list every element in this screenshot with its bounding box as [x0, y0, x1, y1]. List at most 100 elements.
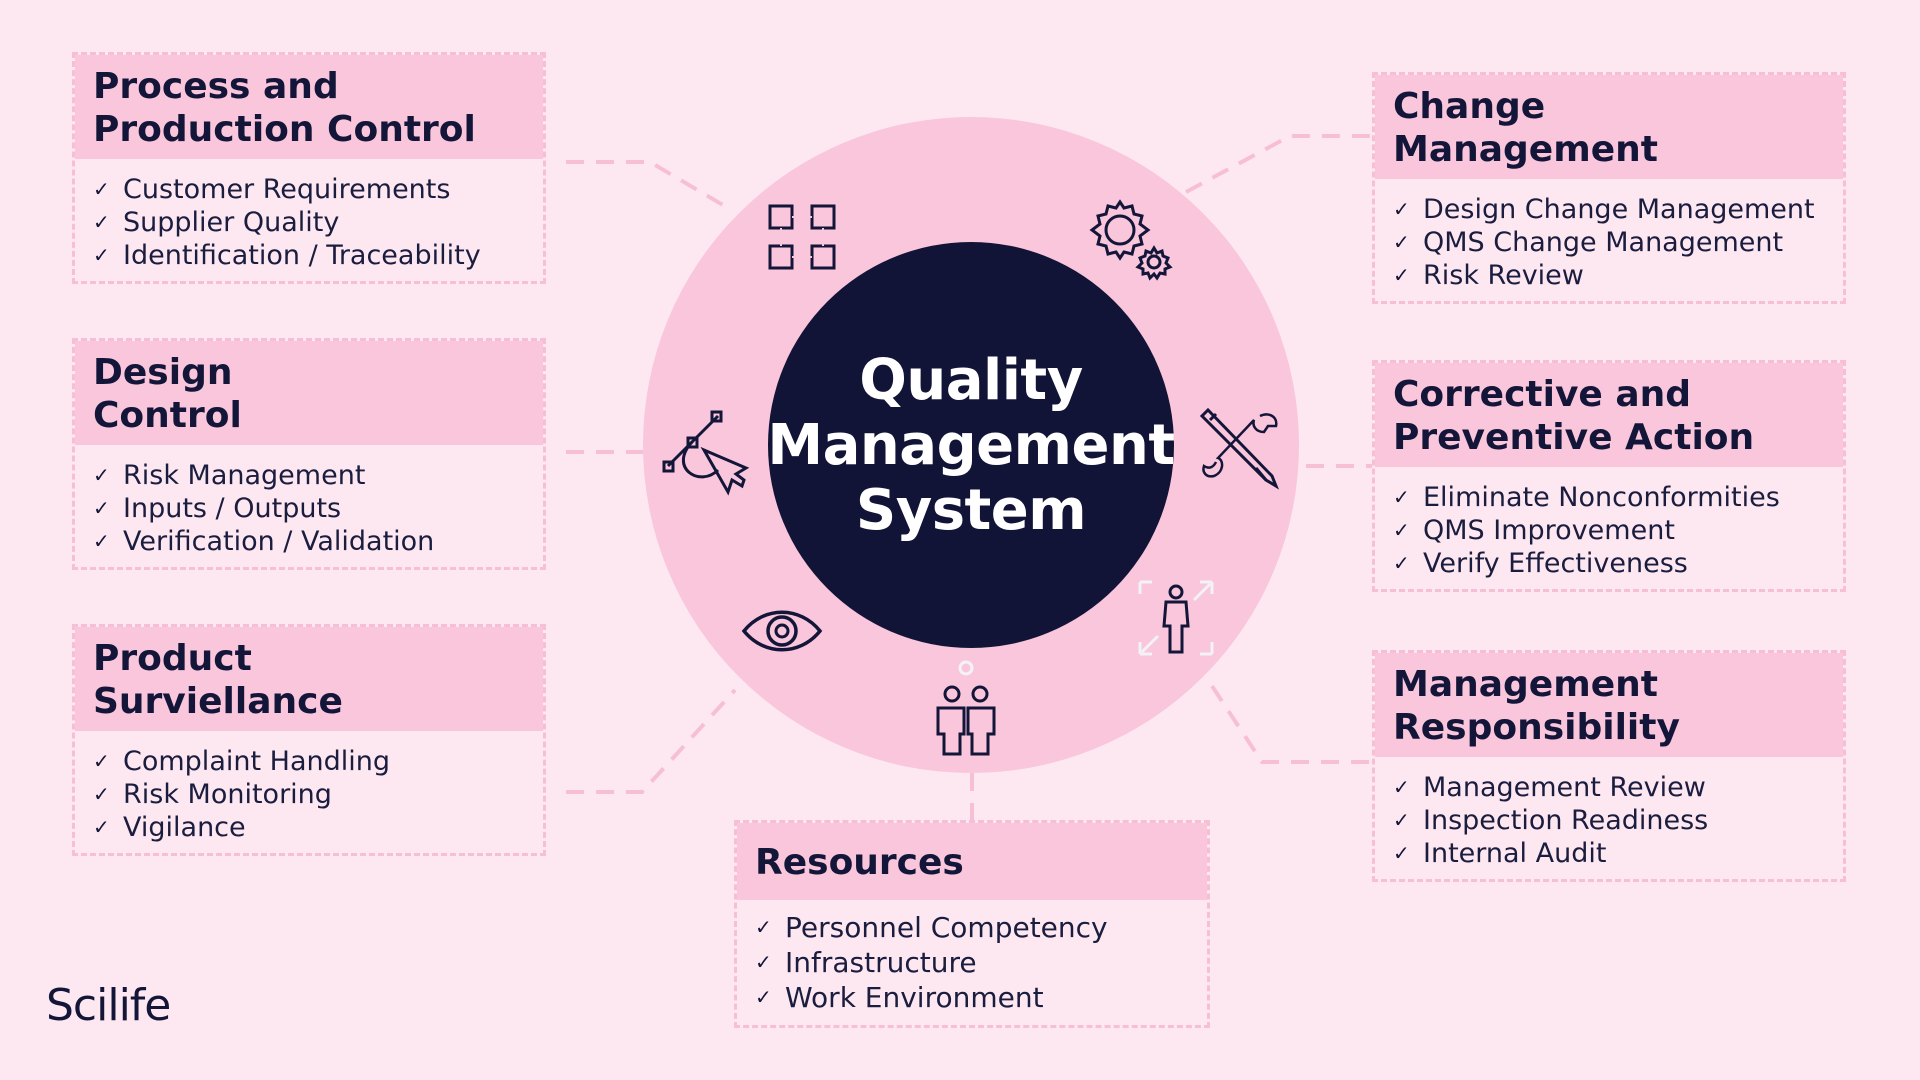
check-icon: ✓ — [93, 496, 110, 520]
list-item-label: Customer Requirements — [123, 174, 451, 205]
list-item-label: Verification / Validation — [123, 526, 435, 557]
card-list: ✓ Complaint Handling ✓ Risk Monitoring ✓Vi… — [75, 731, 543, 858]
list-item: ✓Vigilance — [93, 811, 525, 844]
list-item-label: Verify Effectiveness — [1423, 548, 1688, 579]
check-icon: ✓ — [1393, 775, 1410, 799]
card-title: Process and Production Control — [93, 66, 476, 150]
list-item-label: QMS Change Management — [1423, 227, 1784, 258]
list-item-label: Management Review — [1423, 772, 1706, 803]
connector-change — [1185, 134, 1374, 194]
card-header: Change Management — [1375, 75, 1843, 179]
card-list: ✓ Design Change Management ✓ QMS Change Ma… — [1375, 179, 1843, 306]
list-item: ✓ Risk Review — [1393, 259, 1825, 292]
check-icon: ✓ — [93, 177, 110, 201]
list-item-label: Eliminate Nonconformities — [1423, 482, 1780, 513]
card-title: Product Surviellance — [93, 638, 343, 722]
qms-core-circle: Quality Management System — [767, 242, 1175, 648]
list-item: ✓ Infrastructure — [755, 945, 1189, 980]
list-item-label: Personnel Competency — [785, 911, 1108, 944]
focus-person-icon — [1136, 578, 1216, 658]
card-title: Management Responsibility — [1393, 664, 1680, 748]
list-item-label: Identification / Traceability — [123, 240, 481, 271]
list-item: ✓ Internal Audit — [1393, 837, 1825, 870]
check-icon: ✓ — [1393, 841, 1410, 865]
connector-surveillance — [566, 688, 737, 794]
check-icon: ✓ — [1393, 518, 1410, 542]
check-icon: ✓ — [755, 950, 772, 974]
list-item: ✓ Verification / Validation — [93, 525, 525, 558]
check-icon: ✓ — [1393, 485, 1410, 509]
list-item-label: Supplier Quality — [123, 207, 340, 238]
check-icon: ✓ — [755, 985, 772, 1009]
check-icon: ✓ — [1393, 230, 1410, 254]
card-title: Resources — [755, 842, 964, 883]
check-icon: ✓ — [1393, 808, 1410, 832]
check-icon: ✓ — [1393, 197, 1410, 221]
card-product-surveillance: Product Surviellance ✓ Complaint Handling… — [72, 624, 546, 856]
card-list: ✓ Risk Management ✓ Inputs / Outputs ✓ Veri… — [75, 445, 543, 572]
card-resources: Resources ✓ Personnel Competency ✓ Infrast… — [734, 820, 1210, 1028]
list-item-label: Complaint Handling — [123, 746, 390, 777]
brand-logo-text: Scilife — [46, 980, 171, 1031]
list-item-label: QMS Improvement — [1423, 515, 1675, 546]
list-item-label: Inputs / Outputs — [123, 493, 342, 524]
card-design-control: Design Control ✓ Risk Management ✓ Inputs … — [72, 338, 546, 570]
list-item: ✓ Complaint Handling — [93, 745, 525, 778]
check-icon: ✓ — [93, 243, 110, 267]
check-icon: ✓ — [93, 463, 110, 487]
card-title: Corrective and Preventive Action — [1393, 374, 1755, 458]
card-change-management: Change Management ✓ Design Change Managem… — [1372, 72, 1846, 304]
list-item: ✓ QMS Improvement — [1393, 514, 1825, 547]
list-item: ✓Work Environment — [755, 980, 1189, 1015]
card-header: Design Control — [75, 341, 543, 445]
card-title: Design Control — [93, 352, 242, 436]
list-item-label: Risk Monitoring — [123, 779, 332, 810]
card-header: Product Surviellance — [75, 627, 543, 731]
gears-icon — [1086, 196, 1176, 284]
check-icon: ✓ — [93, 782, 110, 806]
list-item-label: Internal Audit — [1423, 838, 1607, 869]
list-item: ✓ Management Review — [1393, 771, 1825, 804]
team-icon — [930, 660, 1002, 756]
list-item: ✓ Supplier Quality — [93, 206, 525, 239]
card-header: Resources — [737, 823, 1207, 900]
list-item: ✓ Verify Effectiveness — [1393, 547, 1825, 580]
list-item-label: Risk Management — [123, 460, 366, 491]
eye-icon — [740, 604, 824, 658]
list-item-label: Design Change Management — [1423, 194, 1815, 225]
list-item-label: Inspection Readiness — [1423, 805, 1709, 836]
list-item: ✓ Eliminate Nonconformities — [1393, 481, 1825, 514]
list-item: ✓ Inputs / Outputs — [93, 492, 525, 525]
card-corrective-preventive-action: Corrective and Preventive Action ✓ Elimin… — [1372, 360, 1846, 592]
card-header: Process and Production Control — [75, 55, 543, 159]
check-icon: ✓ — [93, 749, 110, 773]
check-icon: ✓ — [93, 210, 110, 234]
check-icon: ✓ — [1393, 263, 1410, 287]
card-list: ✓ Personnel Competency ✓ Infrastructure ✓W… — [737, 900, 1207, 1029]
card-header: Corrective and Preventive Action — [1375, 363, 1843, 467]
card-process-production-control: Process and Production Control ✓ Customer… — [72, 52, 546, 284]
list-item: ✓ Customer Requirements — [93, 173, 525, 206]
list-item: ✓ Personnel Competency — [755, 910, 1189, 945]
card-list: ✓ Customer Requirements ✓ Supplier Quality… — [75, 159, 543, 286]
list-item: ✓ Design Change Management — [1393, 193, 1825, 226]
check-icon: ✓ — [93, 529, 110, 553]
check-icon: ✓ — [755, 915, 772, 939]
list-item: ✓ Risk Management — [93, 459, 525, 492]
list-item-label: Infrastructure — [785, 946, 977, 979]
list-item: ✓ Risk Monitoring — [93, 778, 525, 811]
check-icon: ✓ — [1393, 551, 1410, 575]
list-item-label: Vigilance — [123, 812, 246, 843]
list-item: ✓ Inspection Readiness — [1393, 804, 1825, 837]
tools-icon — [1196, 406, 1282, 490]
card-header: Management Responsibility — [1375, 653, 1843, 757]
center-title: Quality Management System — [767, 347, 1175, 543]
list-item-label: Risk Review — [1423, 260, 1584, 291]
connector-management — [1210, 684, 1374, 764]
card-list: ✓ Eliminate Nonconformities ✓ QMS Improvem… — [1375, 467, 1843, 594]
list-item: ✓ QMS Change Management — [1393, 226, 1825, 259]
design-tool-icon — [660, 408, 752, 498]
grid-icon — [764, 198, 842, 276]
card-title: Change Management — [1393, 86, 1658, 170]
